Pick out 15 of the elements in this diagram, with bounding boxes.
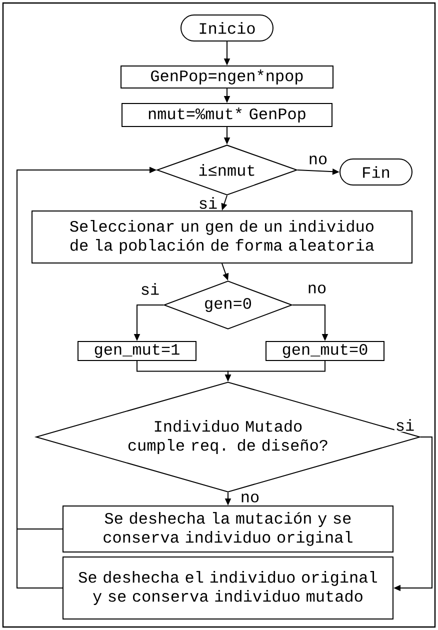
edge-label: si <box>139 282 161 296</box>
edge-label: si <box>394 418 416 432</box>
edge-label: si <box>197 196 219 210</box>
edge-label: no <box>239 492 261 504</box>
process-box: GenPop=ngen*npop <box>120 66 334 88</box>
process-box: Se deshecha el individuo original y se conserva individuo mutado <box>62 556 394 620</box>
edge-label: no <box>307 154 329 166</box>
process-box: Seleccionar un gen de un individuo de la población de forma aleatoria <box>32 210 412 264</box>
process-box: Se deshecha la mutación y se conserva individuo original <box>62 506 394 552</box>
edge-label: no <box>306 284 328 294</box>
process-box: nmut=%mut* GenPop <box>122 103 332 127</box>
terminal-box: Fin <box>340 158 412 186</box>
process-box: gen_mut=1 <box>78 341 196 361</box>
terminal-box: Inicio <box>180 14 274 42</box>
process-box: gen_mut=0 <box>266 341 384 361</box>
